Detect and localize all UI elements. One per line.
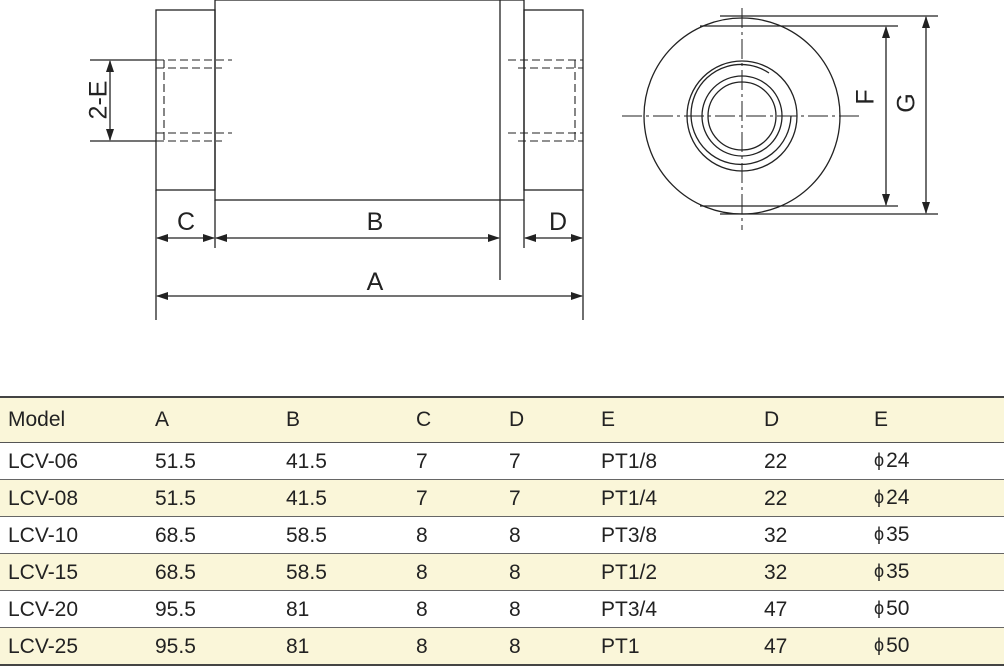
cell-b: 58.5 bbox=[286, 560, 327, 584]
cell-model: LCV-15 bbox=[8, 560, 79, 584]
left-port-hidden-lines bbox=[156, 59, 232, 142]
header-d-2: D bbox=[756, 397, 866, 443]
cell-c: 8 bbox=[416, 634, 428, 658]
cell-e-2: ϕ35 bbox=[866, 554, 1004, 591]
cell-b: 81 bbox=[286, 597, 310, 621]
cell-b: 81 bbox=[286, 634, 310, 658]
cell-model: LCV-10 bbox=[8, 523, 79, 547]
cell-a: 51.5 bbox=[155, 449, 196, 473]
valve-body bbox=[214, 0, 525, 201]
cell-a: 95.5 bbox=[155, 597, 196, 621]
cell-d: 8 bbox=[509, 560, 521, 584]
cell-c: 8 bbox=[416, 560, 428, 584]
table-row: LCV-25 95.5 81 8 8 PT1 47 ϕ50 bbox=[0, 627, 1004, 666]
cell-e: PT1/4 bbox=[601, 486, 658, 510]
cell-model: LCV-06 bbox=[8, 449, 79, 473]
phi-symbol: ϕ bbox=[874, 487, 885, 507]
right-end-fitting bbox=[523, 9, 584, 191]
phi-symbol: ϕ bbox=[874, 561, 885, 581]
phi-symbol: ϕ bbox=[874, 598, 885, 618]
phi-symbol: ϕ bbox=[874, 524, 885, 544]
table-row: LCV-10 68.5 58.5 8 8 PT3/8 32 ϕ35 bbox=[0, 516, 1004, 554]
header-c: C bbox=[408, 397, 501, 443]
cell-a: 68.5 bbox=[155, 523, 196, 547]
end-view bbox=[622, 8, 938, 230]
cell-model: LCV-25 bbox=[8, 634, 79, 658]
cell-e-2-value: 35 bbox=[886, 560, 910, 583]
cell-e-2-value: 50 bbox=[886, 597, 910, 620]
cell-e-2-value: 50 bbox=[886, 634, 910, 657]
table-row: LCV-08 51.5 41.5 7 7 PT1/4 22 ϕ24 bbox=[0, 479, 1004, 517]
cell-e: PT3/8 bbox=[601, 523, 658, 547]
cell-a: 51.5 bbox=[155, 486, 196, 510]
cell-d-2: 22 bbox=[764, 449, 788, 473]
cell-model: LCV-20 bbox=[8, 597, 79, 621]
cell-e: PT1/8 bbox=[601, 449, 658, 473]
cell-d-2: 47 bbox=[764, 634, 788, 658]
cell-d: 8 bbox=[509, 523, 521, 547]
cell-d-2: 47 bbox=[764, 597, 788, 621]
cell-b: 41.5 bbox=[286, 449, 327, 473]
cell-a: 68.5 bbox=[155, 560, 196, 584]
cell-e-2: ϕ50 bbox=[866, 591, 1004, 628]
cell-e-2-value: 24 bbox=[886, 486, 910, 509]
cell-e-2: ϕ50 bbox=[866, 628, 1004, 666]
table-header-row: Model A B C D E D E bbox=[0, 397, 1004, 443]
table-row: LCV-15 68.5 58.5 8 8 PT1/2 32 ϕ35 bbox=[0, 553, 1004, 591]
cell-d: 7 bbox=[509, 486, 521, 510]
dim-label-d: D bbox=[549, 208, 567, 236]
cell-c: 8 bbox=[416, 597, 428, 621]
cell-d: 7 bbox=[509, 449, 521, 473]
cell-c: 8 bbox=[416, 523, 428, 547]
cell-e: PT3/4 bbox=[601, 597, 658, 621]
cell-a: 95.5 bbox=[155, 634, 196, 658]
dim-label-f: F bbox=[852, 89, 880, 104]
left-end-fitting bbox=[155, 9, 216, 191]
cell-b: 58.5 bbox=[286, 523, 327, 547]
cell-e: PT1 bbox=[601, 634, 640, 658]
phi-symbol: ϕ bbox=[874, 635, 885, 655]
cell-b: 41.5 bbox=[286, 486, 327, 510]
table-row: LCV-20 95.5 81 8 8 PT3/4 47 ϕ50 bbox=[0, 590, 1004, 628]
phi-symbol: ϕ bbox=[874, 450, 885, 470]
dim-label-b: B bbox=[367, 208, 384, 236]
cell-d: 8 bbox=[509, 634, 521, 658]
dimension-drawing: 2-E C B D A F G bbox=[85, 0, 938, 320]
thread-arc bbox=[690, 63, 792, 166]
dim-label-c: C bbox=[177, 208, 195, 236]
cell-e-2: ϕ35 bbox=[866, 517, 1004, 554]
header-e: E bbox=[593, 397, 756, 443]
cell-model: LCV-08 bbox=[8, 486, 79, 510]
header-e-2: E bbox=[866, 397, 1004, 443]
cell-c: 7 bbox=[416, 449, 428, 473]
dim-label-e: 2-E bbox=[85, 81, 113, 120]
cell-d: 8 bbox=[509, 597, 521, 621]
cell-e-2-value: 24 bbox=[886, 449, 910, 472]
dimension-table: Model A B C D E D E LCV-06 51.5 41.5 7 7… bbox=[0, 396, 1004, 666]
cell-d-2: 32 bbox=[764, 560, 788, 584]
cell-e-2-value: 35 bbox=[886, 523, 910, 546]
header-a: A bbox=[147, 397, 278, 443]
dim-label-g: G bbox=[893, 93, 921, 112]
cell-e-2: ϕ24 bbox=[866, 443, 1004, 480]
cell-c: 7 bbox=[416, 486, 428, 510]
header-model: Model bbox=[0, 397, 147, 443]
right-port-hidden-lines bbox=[508, 59, 583, 142]
dim-label-a: A bbox=[367, 268, 384, 296]
cell-d-2: 32 bbox=[764, 523, 788, 547]
dimension-table-wrapper: Model A B C D E D E LCV-06 51.5 41.5 7 7… bbox=[0, 396, 1004, 666]
cell-e-2: ϕ24 bbox=[866, 480, 1004, 517]
table-row: LCV-06 51.5 41.5 7 7 PT1/8 22 ϕ24 bbox=[0, 442, 1004, 480]
side-view bbox=[90, 0, 584, 320]
header-b: B bbox=[278, 397, 408, 443]
header-d: D bbox=[501, 397, 593, 443]
cell-e: PT1/2 bbox=[601, 560, 658, 584]
cell-d-2: 22 bbox=[764, 486, 788, 510]
